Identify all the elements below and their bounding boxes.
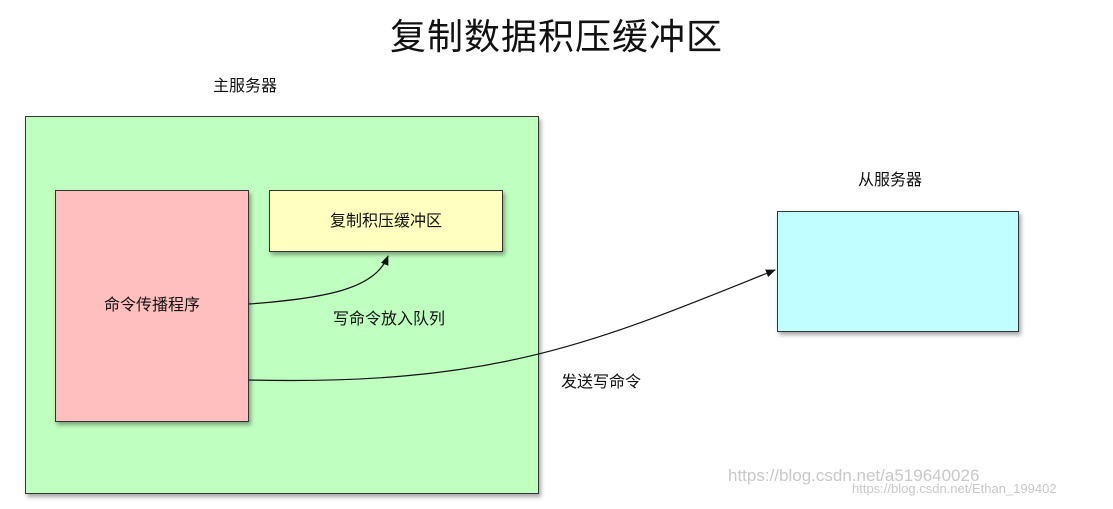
slave-server-box xyxy=(777,211,1019,332)
master-server-label: 主服务器 xyxy=(213,76,278,95)
send-arrow xyxy=(248,269,776,382)
command-propagator-label: 命令传播程序 xyxy=(103,295,200,314)
command-propagator-box: 命令传播程序 xyxy=(55,190,249,422)
enqueue-arrow xyxy=(248,255,389,305)
replication-backlog-box: 复制积压缓冲区 xyxy=(269,190,503,252)
replication-backlog-label: 复制积压缓冲区 xyxy=(329,211,442,230)
diagram-title: 复制数据积压缓冲区 xyxy=(389,17,723,58)
watermark-text-2: https://blog.csdn.net/Ethan_199402 xyxy=(852,481,1057,496)
enqueue-write-command-label: 写命令放入队列 xyxy=(333,309,446,328)
watermark-text-1: https://blog.csdn.net/a519640026 xyxy=(728,466,980,485)
slave-server-label: 从服务器 xyxy=(858,170,923,189)
send-write-command-label: 发送写命令 xyxy=(561,372,642,391)
